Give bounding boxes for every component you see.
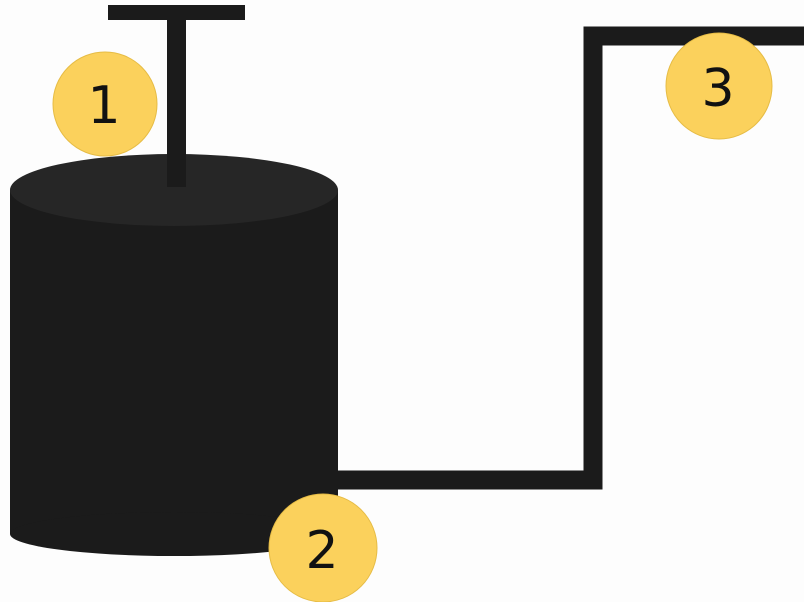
outlet-pipe xyxy=(336,26,804,490)
handle-crossbar xyxy=(108,5,245,20)
marker-1: 1 xyxy=(52,51,158,157)
tank-lid xyxy=(10,154,338,226)
marker-3-circle xyxy=(665,32,773,140)
piston-handle xyxy=(108,5,245,187)
tank-body xyxy=(10,190,338,534)
marker-2-label: 2 xyxy=(305,521,338,581)
marker-3: 3 xyxy=(665,32,773,140)
marker-1-label: 1 xyxy=(87,76,120,136)
handle-rod xyxy=(167,15,186,187)
tank-bottom xyxy=(10,512,338,556)
marker-2-circle xyxy=(268,493,378,602)
marker-3-label: 3 xyxy=(701,59,734,119)
tank xyxy=(10,154,338,556)
marker-1-circle xyxy=(52,51,158,157)
marker-2: 2 xyxy=(268,493,378,602)
handle-rod-front xyxy=(167,150,186,187)
